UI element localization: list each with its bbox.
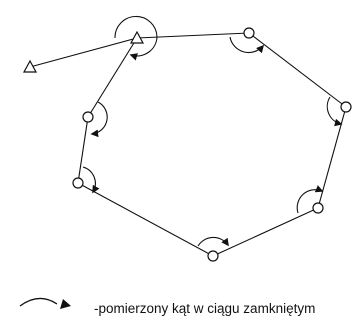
legend-label: -pomierzony kąt w ciągu zamkniętym [94,301,316,316]
traverse-points [72,27,352,262]
angle-arc-control-point [114,15,158,61]
traverse-point-circle-icon [312,202,324,214]
traverse-side [248,32,347,108]
traverse-point-circle-icon [340,101,352,113]
connection-line [29,37,138,68]
traverse-side [87,37,138,118]
traverse-side [77,116,89,184]
traverse-side [212,207,319,257]
traverse-point-circle-icon [72,177,84,189]
angle-arc-c [326,96,343,127]
traverse-point-circle-icon [207,250,219,262]
traverse-side [136,32,250,39]
control-point-triangle-icon [22,59,38,73]
control-points [22,30,145,73]
traverse-side [317,106,347,209]
traverse-point-circle-icon [243,27,255,39]
control-point-triangle-icon [129,30,145,44]
angle-arc-f [82,166,100,194]
angle-arc-e [197,236,229,247]
traverse-side [77,182,214,257]
traverse-lines [29,32,347,257]
angle-arc-g [90,101,108,138]
angle-arcs [82,15,343,247]
legend-arc-arrow-icon [19,297,71,309]
traverse-point-circle-icon [82,111,94,123]
angle-arc-d [296,185,324,214]
angle-arc-b [229,36,265,54]
